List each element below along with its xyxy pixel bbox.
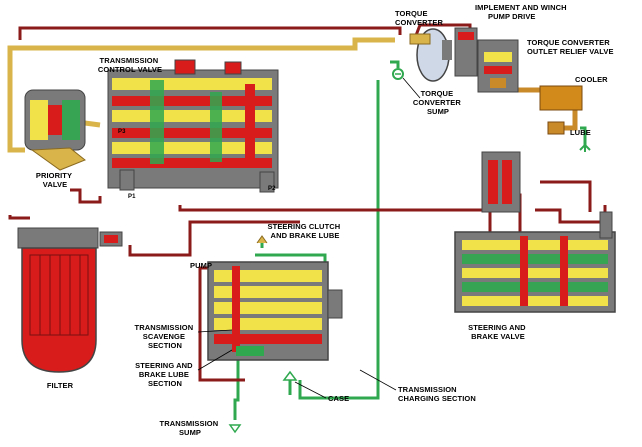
leader-case [294, 381, 327, 399]
cooler[interactable] [539, 85, 583, 111]
p3-label: P3 [118, 129, 126, 135]
lube-label: LUBE [570, 128, 591, 137]
transmission-control-valve-label: TRANSMISSION CONTROL VALVE [98, 56, 162, 74]
pressure-line-main [178, 205, 492, 232]
transmission-sump-symbol [228, 424, 242, 434]
supply-line-tc-sump [390, 60, 400, 68]
lube-line-top [7, 37, 395, 85]
case-label: CASE [328, 394, 349, 403]
lube-fitting [547, 121, 591, 152]
pressure-line-filter [128, 220, 300, 257]
tc-sump-label: TORQUE CONVERTER SUMP [413, 89, 463, 116]
lube-line-left [7, 85, 25, 153]
leader-scavenge [197, 329, 233, 333]
steering-brake-valve[interactable] [454, 151, 616, 313]
steering-clutch-lube-label: STEERING CLUTCH AND BRAKE LUBE [268, 222, 343, 240]
steering-brake-valve-label: STEERING AND BRAKE VALVE [468, 323, 528, 341]
steering-clutch-lube-fitting [256, 235, 268, 244]
p2-label: P2 [268, 186, 276, 192]
pressure-line-cv-left [70, 188, 102, 204]
transmission-sump-label: TRANSMISSION SUMP [160, 419, 221, 437]
p1-label: P1 [128, 194, 136, 200]
supply-line-charging [298, 80, 380, 400]
pressure-line-upper-right [540, 180, 592, 212]
pressure-line-top [18, 26, 402, 40]
implement-winch-pump-drive[interactable] [454, 27, 478, 77]
leader-charging [359, 369, 397, 391]
supply-line-lube-out [580, 126, 587, 145]
leader-tc-sump [402, 77, 421, 99]
case-symbol [282, 370, 298, 381]
pressure-line-left [8, 215, 30, 220]
torque-converter-outlet-relief-valve[interactable] [477, 39, 519, 93]
pump[interactable] [207, 261, 343, 361]
pressure-line-pump [198, 266, 245, 382]
transmission-control-valve[interactable]: P3 P1 P2 [107, 59, 279, 200]
leader-lines [197, 77, 421, 399]
torque-converter[interactable] [409, 28, 452, 82]
transmission-scavenge-label: TRANSMISSION SCAVENGE SECTION [135, 323, 196, 350]
filter-label: FILTER [47, 381, 74, 390]
pump-label: PUMP [190, 261, 212, 270]
pressure-line-right-valve [535, 208, 600, 224]
filter[interactable] [17, 227, 123, 373]
labels: TORQUE CONVERTER IMPLEMENT AND WINCH PUM… [36, 3, 614, 437]
torque-converter-sump-symbol [392, 68, 404, 80]
steering-brake-lube-section-label: STEERING AND BRAKE LUBE SECTION [135, 361, 195, 388]
implement-winch-label: IMPLEMENT AND WINCH PUMP DRIVE [475, 3, 569, 21]
leader-steering-brake-lube [197, 349, 233, 371]
cooler-label: COOLER [575, 75, 608, 84]
torque-converter-label: TORQUE CONVERTER [395, 9, 443, 27]
priority-valve-label: PRIORITY VALVE [36, 171, 74, 189]
tc-outlet-relief-label: TORQUE CONVERTER OUTLET RELIEF VALVE [527, 38, 614, 56]
priority-valve[interactable] [24, 89, 86, 171]
transmission-charging-label: TRANSMISSION CHARGING SECTION [398, 385, 476, 403]
